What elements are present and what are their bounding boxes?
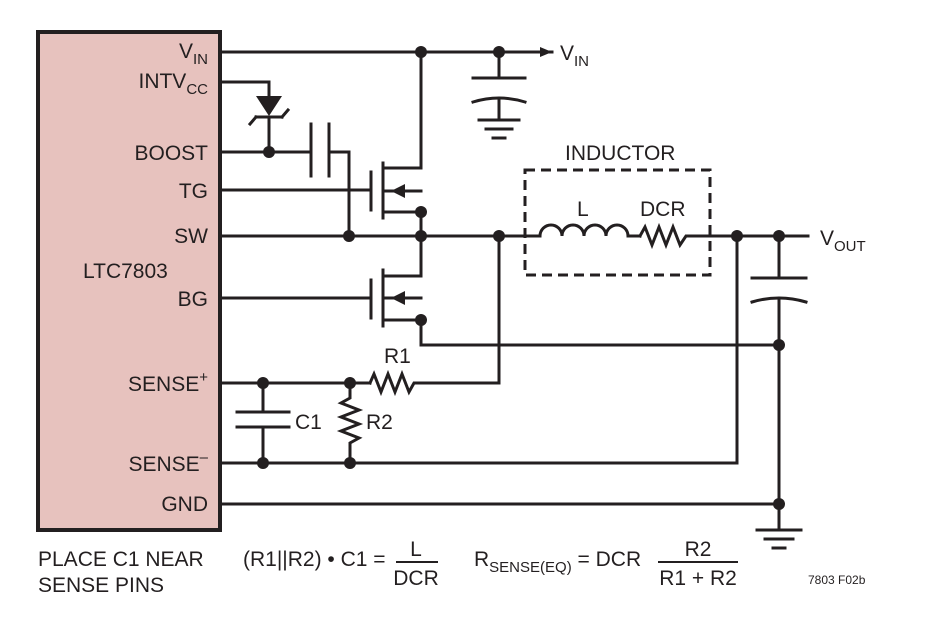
sw-node [218, 230, 542, 242]
pin-tg-label: TG [179, 180, 208, 203]
pin-boost-label: BOOST [134, 142, 208, 165]
svg-text:L: L [410, 538, 422, 561]
svg-text:R1 + R2: R1 + R2 [659, 567, 737, 590]
pin-sense-minus-label: SENSE– [128, 449, 208, 476]
pin-sw-label: SW [174, 225, 208, 248]
pin-intvcc-label: INTVCC [138, 70, 208, 98]
pin-gnd-label: GND [161, 493, 208, 516]
inductor-title: INDUCTOR [565, 142, 675, 165]
ic-name-label: LTC7803 [83, 260, 168, 283]
inductor-dcr-label: DCR [640, 198, 686, 221]
figure-id: 7803 F02b [808, 573, 866, 587]
inductor-box [523, 168, 739, 277]
c1-label: C1 [295, 411, 322, 434]
pin-sense-plus-label: SENSE+ [128, 369, 208, 396]
inductor-l-label: L [577, 198, 589, 221]
equation-1: (R1||R2) • C1 = L DCR [243, 538, 439, 590]
place-note-line2: SENSE PINS [38, 574, 164, 597]
top-mosfet [218, 50, 427, 238]
vout-rail [731, 230, 810, 550]
bottom-mosfet [218, 234, 785, 351]
vout-net-label: VOUT [820, 227, 866, 255]
sense-network [218, 234, 739, 469]
boost-diode-network [218, 80, 355, 242]
pin-bg-label: BG [178, 288, 208, 311]
place-note-line1: PLACE C1 NEAR [38, 548, 204, 571]
svg-text:R2: R2 [685, 538, 712, 561]
r2-label: R2 [366, 411, 393, 434]
r1-label: R1 [384, 345, 411, 368]
vin-net-label: VIN [560, 42, 589, 70]
ic-body [36, 30, 222, 532]
vin-rail [218, 46, 554, 140]
svg-text:(R1||R2) • C1 =: (R1||R2) • C1 = [243, 548, 386, 571]
svg-text:DCR: DCR [393, 567, 439, 590]
equation-2: RSENSE(EQ) = DCR R2 R1 + R2 [474, 538, 738, 590]
svg-text:RSENSE(EQ) = DCR: RSENSE(EQ) = DCR [474, 548, 641, 576]
pin-vin-label: VIN [179, 40, 208, 68]
